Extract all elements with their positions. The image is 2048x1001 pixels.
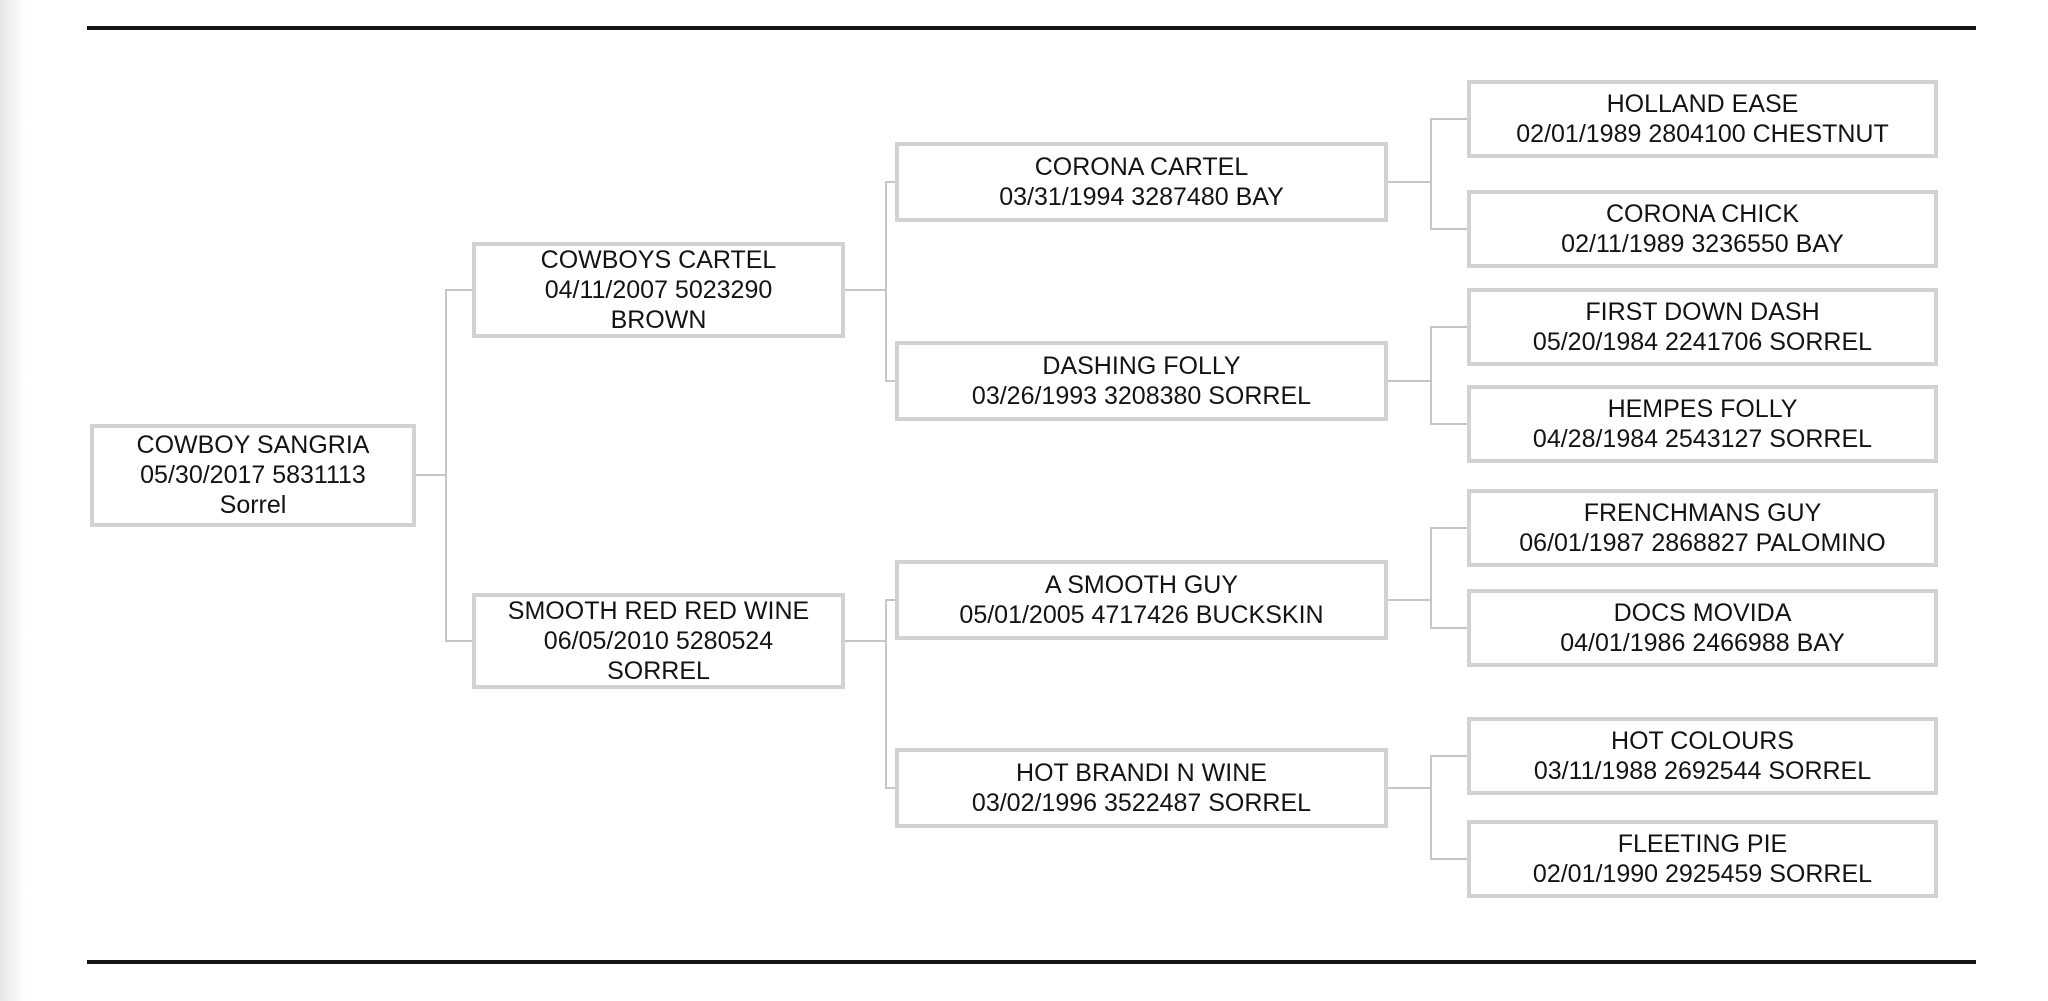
horse-details: 03/31/1994 3287480 BAY: [999, 183, 1284, 211]
connector-line: [416, 474, 445, 476]
horse-name: SMOOTH RED RED WINE: [507, 597, 810, 625]
connector-line: [885, 599, 887, 789]
horse-details: 05/30/2017 5831113: [140, 461, 366, 489]
horse-details: 05/01/2005 4717426 BUCKSKIN: [959, 601, 1324, 629]
horse-details: 02/01/1989 2804100 CHESTNUT: [1516, 120, 1889, 148]
horse-details: 02/01/1990 2925459 SORREL: [1532, 860, 1873, 888]
horse-name: FIRST DOWN DASH: [1585, 298, 1820, 326]
connector-line: [1432, 326, 1467, 328]
bottom-rule: [87, 960, 1976, 964]
connector-line: [1432, 118, 1467, 120]
connector-line: [1430, 326, 1432, 425]
horse-details: Sorrel: [219, 491, 287, 519]
connector-line: [447, 640, 472, 642]
connector-line: [1432, 228, 1467, 230]
connector-line: [1430, 527, 1432, 629]
connector-line: [1432, 627, 1467, 629]
horse-name: HEMPES FOLLY: [1607, 395, 1798, 423]
connector-line: [1432, 755, 1467, 757]
connector-line: [1432, 527, 1467, 529]
horse-name: COWBOY SANGRIA: [136, 431, 370, 459]
horse-details: 06/01/1987 2868827 PALOMINO: [1519, 529, 1886, 557]
horse-details: SORREL: [607, 657, 710, 685]
horse-details: BROWN: [610, 306, 707, 334]
horse-name: CORONA CARTEL: [1034, 153, 1249, 181]
connector-line: [445, 289, 447, 642]
horse-details: 04/28/1984 2543127 SORREL: [1532, 425, 1873, 453]
horse-name: COWBOYS CARTEL: [540, 246, 777, 274]
connector-line: [885, 181, 887, 382]
connector-line: [1388, 181, 1430, 183]
horse-name: HOT COLOURS: [1611, 727, 1794, 755]
connector-line: [887, 599, 895, 601]
horse-name: DOCS MOVIDA: [1613, 599, 1792, 627]
connector-line: [887, 181, 895, 183]
connector-line: [1388, 599, 1430, 601]
page-edge-shade: [0, 0, 26, 1001]
connector-line: [887, 787, 895, 789]
horse-details: 04/01/1986 2466988 BAY: [1560, 629, 1845, 657]
connector-line: [1388, 787, 1430, 789]
horse-name: FRENCHMANS GUY: [1583, 499, 1822, 527]
top-rule: [87, 26, 1976, 30]
horse-name: HOLLAND EASE: [1606, 90, 1799, 118]
connector-line: [447, 289, 472, 291]
connector-line: [887, 380, 895, 382]
horse-details: 02/11/1989 3236550 BAY: [1561, 230, 1844, 258]
horse-details: 06/05/2010 5280524: [543, 627, 774, 655]
horse-name: HOT BRANDI N WINE: [1016, 759, 1267, 787]
horse-name: DASHING FOLLY: [1042, 352, 1241, 380]
connector-line: [1430, 755, 1432, 860]
connector-line: [845, 640, 885, 642]
horse-details: 03/02/1996 3522487 SORREL: [971, 789, 1312, 817]
connector-line: [1432, 858, 1467, 860]
horse-name: CORONA CHICK: [1605, 200, 1800, 228]
connector-line: [845, 289, 885, 291]
horse-details: 03/11/1988 2692544 SORREL: [1533, 757, 1872, 785]
horse-name: FLEETING PIE: [1617, 830, 1788, 858]
horse-details: 04/11/2007 5023290: [544, 276, 773, 304]
horse-details: 03/26/1993 3208380 SORREL: [971, 382, 1312, 410]
horse-details: 05/20/1984 2241706 SORREL: [1532, 328, 1873, 356]
connector-line: [1432, 423, 1467, 425]
horse-name: A SMOOTH GUY: [1044, 571, 1239, 599]
connector-line: [1388, 380, 1430, 382]
connector-line: [1430, 118, 1432, 230]
